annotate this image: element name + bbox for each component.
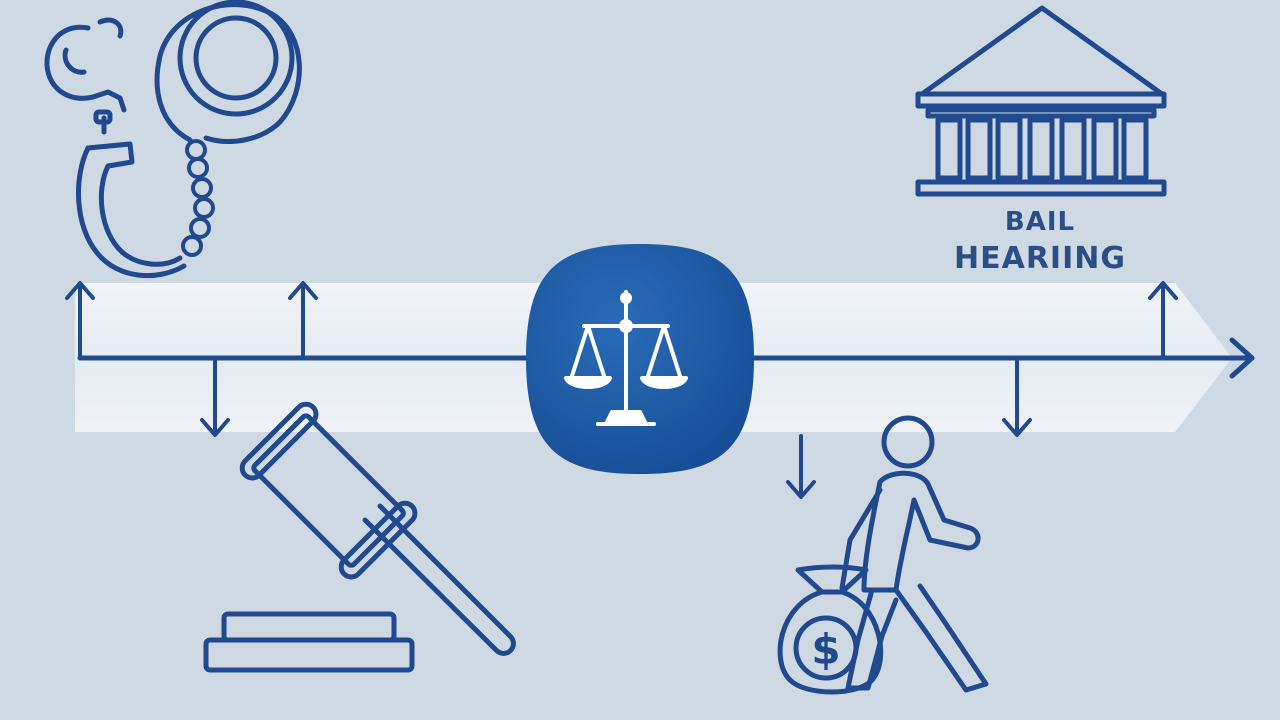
scales-badge xyxy=(526,244,754,474)
dollar-sign-icon: $ xyxy=(811,625,840,674)
timeline-arrow-up xyxy=(1148,281,1178,360)
money-bag-icon: $ xyxy=(777,564,884,695)
label-line-2: HEARIING xyxy=(954,241,1126,276)
scales-of-justice-icon xyxy=(564,290,688,426)
courthouse-icon xyxy=(915,5,1167,197)
timeline-arrow-down xyxy=(1002,356,1032,437)
walking-person-icon xyxy=(839,415,989,693)
timeline-arrow-down xyxy=(200,356,230,437)
handcuffs-icon xyxy=(44,0,302,279)
timeline-arrow-up xyxy=(65,281,95,360)
label-line-1: BAIL xyxy=(1005,207,1075,237)
gavel-icon xyxy=(203,401,516,673)
timeline-arrow-up xyxy=(288,281,318,360)
timeline-arrow-down xyxy=(786,434,816,499)
